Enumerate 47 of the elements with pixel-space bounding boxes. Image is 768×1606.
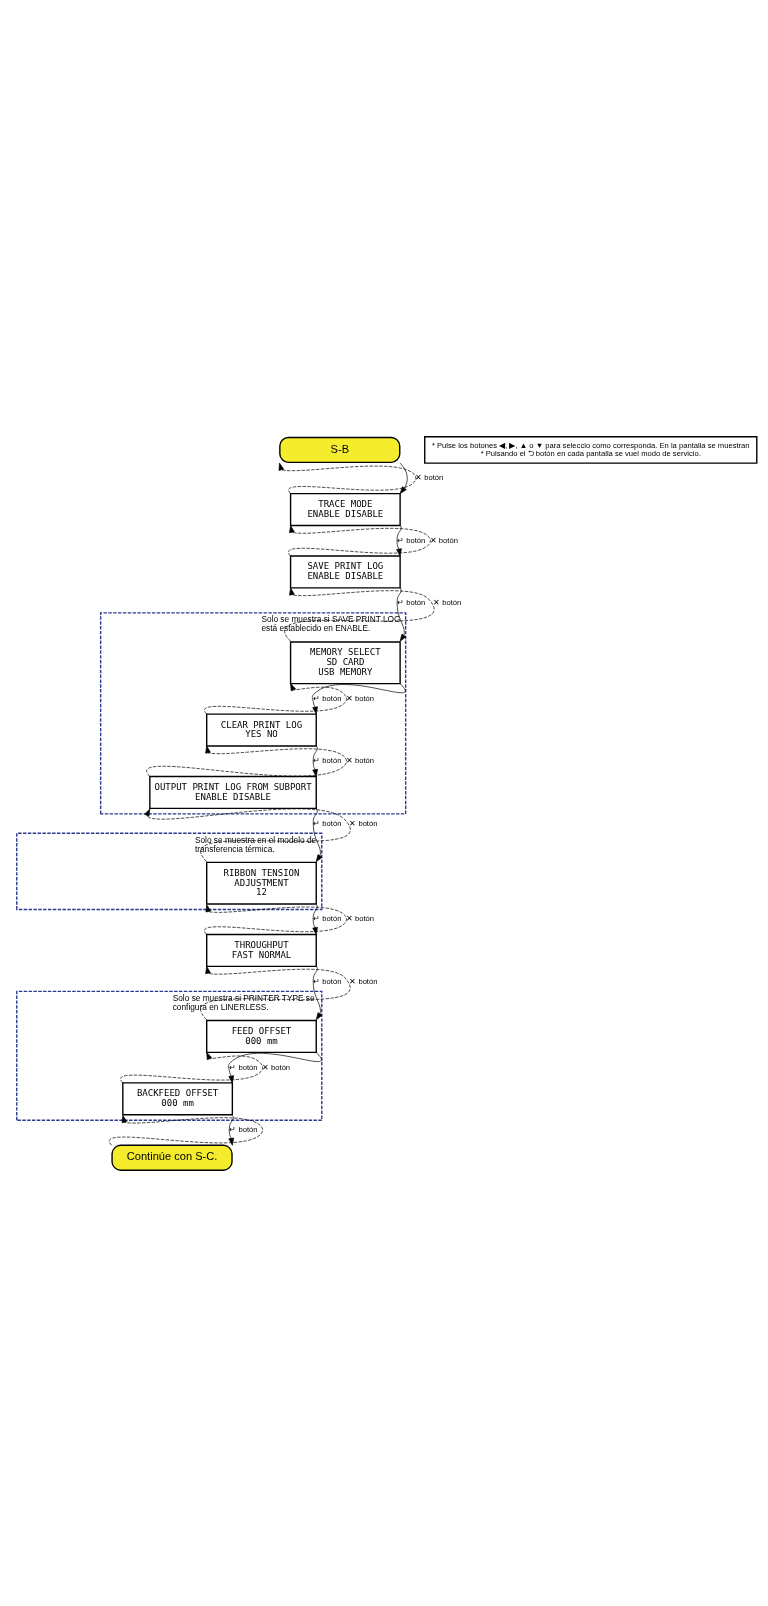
edge-label: ↵ botón [397,597,426,607]
edge-label: ✕ botón [349,976,378,986]
edge-label: ✕ botón [345,693,374,703]
edge-label: ↵ botón [313,818,342,828]
node-box: CLEAR PRINT LOG YES NO [206,712,317,747]
arrow [120,1051,263,1083]
edge-label: ↵ botón [313,693,342,703]
arrow [288,524,431,556]
node-box: TRACE MODE ENABLE DISABLE [289,492,401,526]
arrow [108,1114,263,1146]
arrow [396,524,402,556]
arrow [396,587,407,642]
edge-label: ✕ botón [345,913,374,923]
node-box: * Pulse los botones ◀, ▶, ▲ o ▼ para seleccio como corresponda. En la pantalla se muestran * Pulsando el ⮌ botón en cada pantalla se vuel modo de servicio. [424,435,758,464]
arrow [228,1051,322,1083]
edge-label: ✕ botón [261,1062,291,1072]
node-box: MEMORY SELECT SD CARD USB MEMORY [289,640,401,684]
node-box: BACKFEED OFFSET 000 mm [122,1081,234,1115]
arrow [312,903,318,935]
edge-label: ✕ botón [415,472,444,482]
node-box: FEED OFFSET 000 mm [206,1019,317,1053]
arrow [146,745,347,777]
edge-label: ✕ botón [349,818,378,828]
arrow [228,1114,234,1146]
edge-label: ↵ botón [229,1124,258,1134]
arrow [311,682,406,714]
edge-label: ✕ botón [433,597,462,607]
arrow [312,745,318,777]
arrow [312,965,323,1020]
arrow [278,462,417,494]
node-box: THROUGHPUT FAST NORMAL [206,933,317,967]
edge-label: ↵ botón [313,755,342,765]
edge-label: ✕ botón [345,755,374,765]
edge-label: ↵ botón [397,535,426,545]
arrow [399,462,408,494]
node-box: Continúe con S-C. [111,1144,233,1171]
arrow [144,808,351,862]
edge-label: ↵ botón [229,1062,258,1072]
edge-label: ↵ botón [313,913,342,923]
node-box: S-B [279,436,401,463]
node-box: RIBBON TENSION ADJUSTMENT 12 [206,861,317,905]
node-box: OUTPUT PRINT LOG FROM SUBPORT ENABLE DISABLE [149,775,317,809]
arrow [204,682,347,714]
edge-label: ↵ botón [313,976,342,986]
node-box: SAVE PRINT LOG ENABLE DISABLE [289,554,401,589]
arrow [312,808,323,862]
edge-label: ✕ botón [429,535,458,545]
